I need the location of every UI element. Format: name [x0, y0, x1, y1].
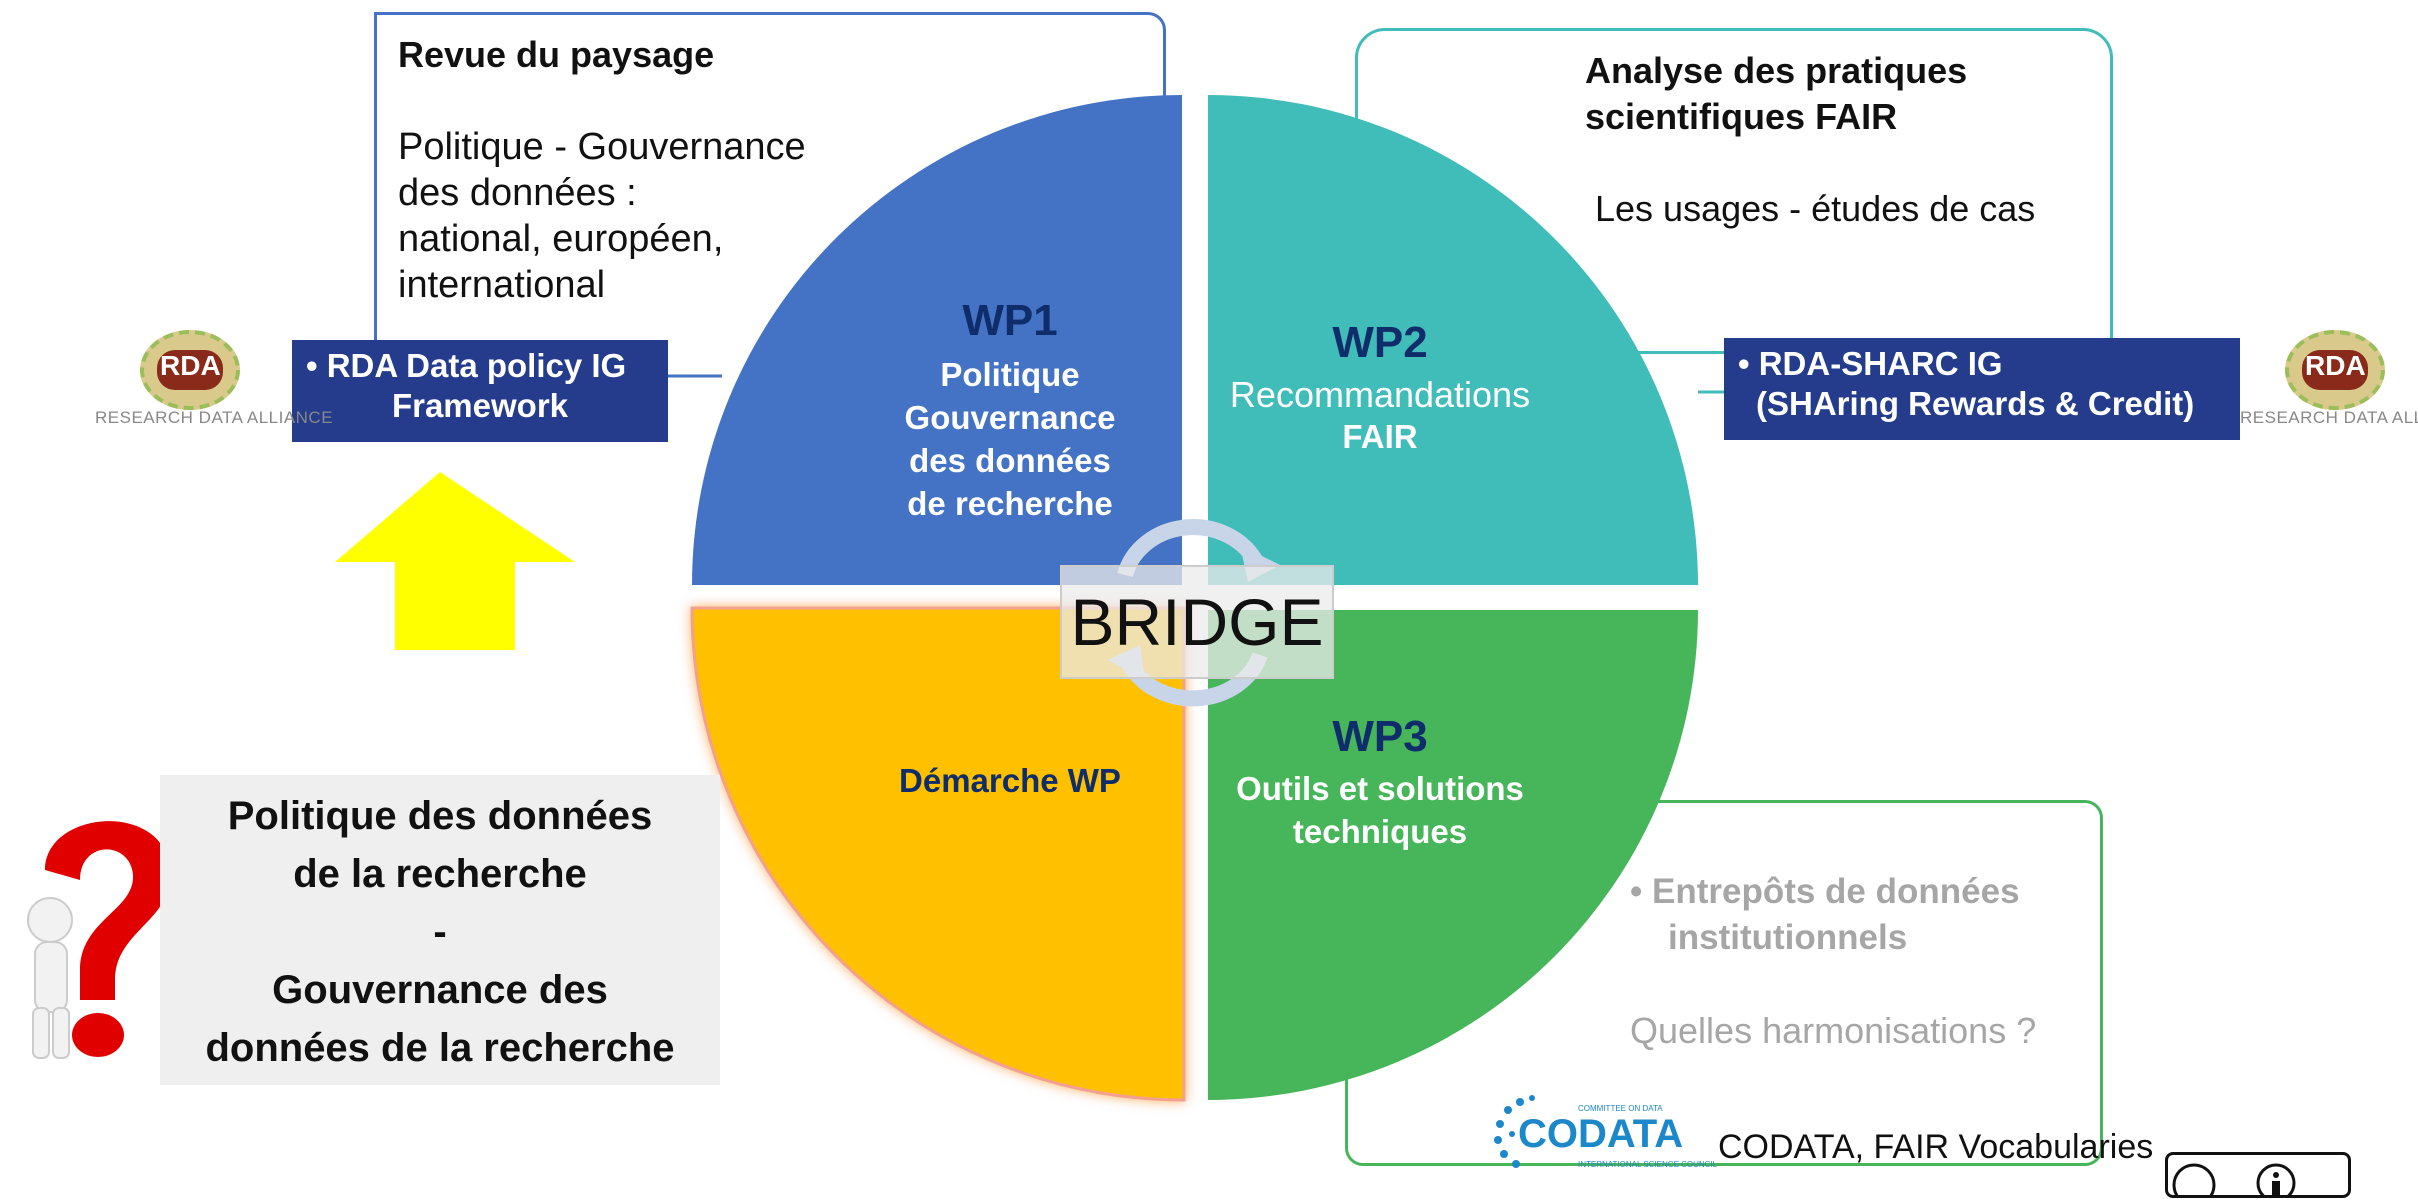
- rda-caption-left: RESEARCH DATA ALLIANCE: [95, 408, 334, 427]
- wp2-line-1: Recommandations: [1229, 374, 1531, 415]
- wp3-title: WP3: [1332, 712, 1428, 761]
- wp2-quadrant: [1208, 95, 1698, 585]
- codata-dots-icon: [1494, 1095, 1535, 1168]
- fair-practices-title-1: Analyse des pratiques: [1585, 50, 1968, 91]
- up-arrow-icon: [335, 472, 575, 650]
- wp1-line-3: des données: [909, 442, 1111, 479]
- landscape-review-box: [374, 12, 1166, 215]
- rda-data-policy-line-1: • RDA Data policy IG: [306, 347, 627, 384]
- question-line-4: Gouvernance des: [272, 968, 608, 1012]
- wp3-line-1: Outils et solutions: [1236, 770, 1524, 807]
- wp1-line-4: de recherche: [907, 485, 1113, 522]
- wp2-line-2: FAIR: [1342, 418, 1418, 455]
- rda-globe-right-icon: [2285, 330, 2385, 410]
- rda-data-policy-label: • RDA Data policy IG Framework: [292, 340, 668, 442]
- rda-logo-left: RDA RESEARCH DATA ALLIANCE: [95, 320, 333, 430]
- demarche-label: Démarche WP: [899, 762, 1121, 799]
- wp1-line-1: Politique: [940, 356, 1080, 393]
- landscape-review-title: Revue du paysage: [398, 34, 715, 75]
- research-data-question-box: Politique des données de la recherche - …: [160, 775, 720, 1085]
- cc-license-badge: [2165, 1152, 2351, 1200]
- rda-sharc-line-1: • RDA-SHARC IG: [1738, 345, 2003, 382]
- landscape-review-body-2: des données :: [398, 172, 637, 214]
- codata-logo-small-top: COMMITTEE ON DATA: [1578, 1104, 1663, 1113]
- question-mark-figure-icon: [27, 821, 171, 1059]
- repositories-bullet-1: • Entrepôts de données: [1630, 872, 2020, 911]
- rda-logo-right: RDA RESEARCH DATA ALLIANCE: [2240, 320, 2418, 430]
- fair-practices-body: Les usages - études de cas: [1595, 188, 2036, 229]
- landscape-review-body-3: national, européen,: [398, 218, 724, 260]
- question-line-5: données de la recherche: [205, 1026, 675, 1070]
- bridge-label: BRIDGE: [1060, 565, 1334, 679]
- rda-sharc-label: • RDA-SHARC IG (SHAring Rewards & Credit…: [1724, 338, 2240, 440]
- question-line-2: de la recherche: [293, 852, 587, 896]
- codata-logo-small-bottom: INTERNATIONAL SCIENCE COUNCIL: [1578, 1160, 1718, 1169]
- wp1-line-2: Gouvernance: [904, 399, 1116, 436]
- rda-globe-icon: [140, 330, 240, 410]
- rda-caption-right: RESEARCH DATA ALLIANCE: [2240, 408, 2418, 427]
- repositories-bullet-2: institutionnels: [1668, 918, 1908, 957]
- landscape-review-body-1: Politique - Gouvernance: [398, 126, 806, 168]
- wp1-quadrant: [692, 95, 1182, 585]
- codata-logo-text: CODATA: [1518, 1112, 1684, 1156]
- rda-sharc-line-2: (SHAring Rewards & Credit): [1756, 385, 2195, 422]
- wp3-line-2: techniques: [1292, 813, 1468, 850]
- rda-data-policy-line-2: Framework: [391, 387, 569, 424]
- wp1-title: WP1: [962, 296, 1058, 345]
- landscape-review-body-4: international: [398, 264, 606, 306]
- cycle-arrow-icon: [1117, 519, 1262, 578]
- demarche-quadrant: [690, 606, 1186, 1102]
- rda-mark-right: RDA: [2305, 350, 2366, 381]
- question-line-3: -: [433, 910, 447, 954]
- wp2-title: WP2: [1332, 318, 1428, 367]
- codata-caption: CODATA, FAIR Vocabularies: [1718, 1128, 2154, 1166]
- repositories-question: Quelles harmonisations ?: [1630, 1010, 2037, 1051]
- wp3-quadrant: [1208, 610, 1698, 1100]
- cc-by-icon: [2172, 1163, 2296, 1200]
- question-line-1: Politique des données: [227, 794, 653, 838]
- fair-practices-title-2: scientifiques FAIR: [1585, 96, 1898, 137]
- landscape-review-connector: [374, 200, 377, 380]
- rda-mark-left: RDA: [160, 350, 221, 381]
